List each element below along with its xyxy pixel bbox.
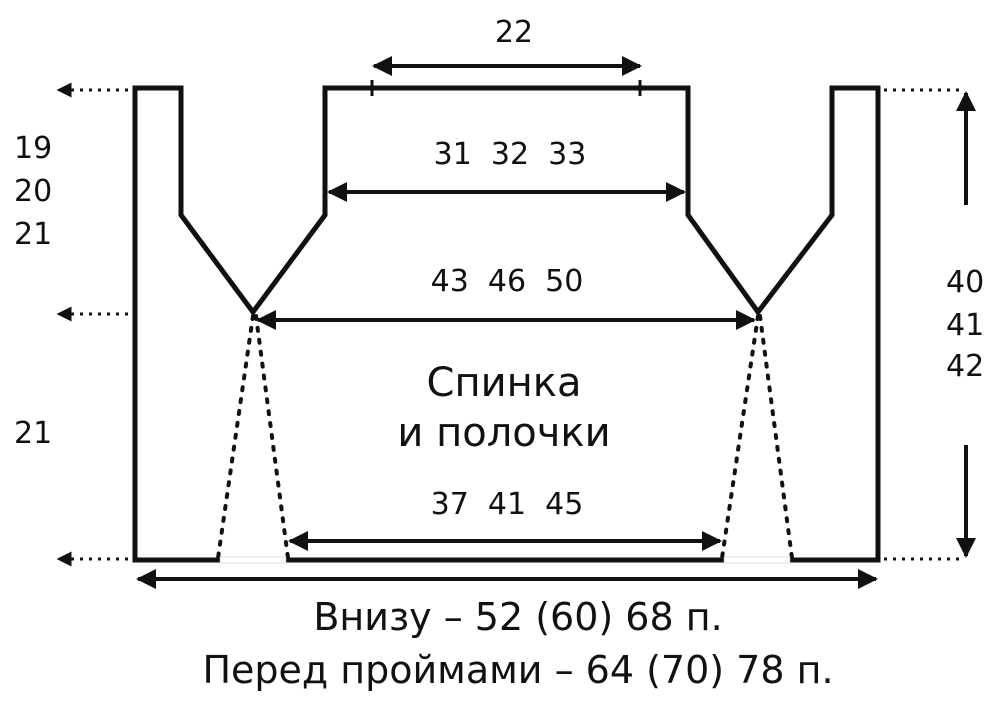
waist-width-label: 37 41 45 (431, 487, 584, 522)
left-dotted-shaping (216, 314, 255, 560)
piece-title-line2: и полочки (397, 410, 610, 456)
left-lower-size: 21 (14, 416, 52, 451)
bottom-gap-left (219, 556, 287, 564)
chest-width-label: 43 46 50 (431, 264, 584, 299)
stitch-count-line1: Внизу – 52 (60) 68 п. (313, 595, 722, 639)
left-upper-size-3: 21 (14, 217, 52, 252)
left-upper-size-2: 20 (14, 174, 52, 209)
right-dotted-shaping-outer (758, 314, 794, 560)
right-size-1: 40 (946, 265, 984, 300)
bottom-gap-right (723, 556, 791, 564)
piece-title-line1: Спинка (427, 360, 582, 406)
neck-width-label: 31 32 33 (434, 137, 587, 172)
left-upper-size-1: 19 (14, 131, 52, 166)
right-size-2: 41 (946, 308, 984, 343)
shoulder-width-label: 22 (495, 15, 533, 50)
left-dotted-shaping-inner (254, 314, 290, 560)
right-size-3: 42 (946, 349, 984, 384)
garment-outline (132, 85, 881, 563)
stitch-count-line2: Перед проймами – 64 (70) 78 п. (202, 648, 833, 692)
right-dotted-shaping (720, 314, 760, 560)
